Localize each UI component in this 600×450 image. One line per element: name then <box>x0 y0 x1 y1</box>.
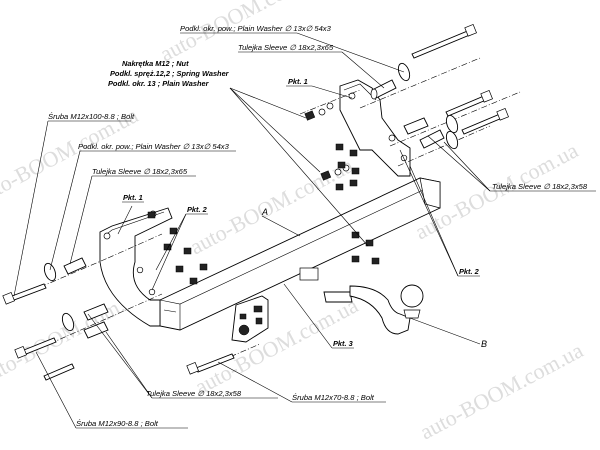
label-pkt1-top: Pkt. 1 <box>288 77 308 86</box>
label-sleeve-left: Tulejka Sleeve ∅ 18x2,3x65 <box>92 167 188 176</box>
tow-ball-b <box>299 267 424 335</box>
bottom-bolt <box>186 353 235 375</box>
watermark-7: auto-BOOM.com.ua <box>416 337 588 444</box>
watermarks: auto-BOOM.com.ua auto-BOOM.com.ua auto-B… <box>0 0 587 444</box>
label-nut-3: Podkl. okr. 13 ; Plain Washer <box>108 79 210 88</box>
label-sleeve-right: Tulejka Sleeve ∅ 18x2,3x58 <box>492 182 588 191</box>
label-nut-2: Podkl. spręż.12,2 ; Spring Washer <box>110 69 230 78</box>
label-nut-1: Nakrętka M12 ; Nut <box>122 59 189 68</box>
label-pkt3: Pkt. 3 <box>333 339 354 348</box>
lower-left-hardware <box>14 303 109 381</box>
label-bolt-left: Śruba M12x100-8.8 ; Bolt <box>48 112 135 121</box>
label-part-b: B <box>481 339 487 349</box>
socket-plate <box>231 295 269 343</box>
labels: Podkl. okr. pow.; Plain Washer ∅ 13x∅ 54… <box>48 24 588 428</box>
label-bolt-bottom-right: Śruba M12x70-8.8 ; Bolt <box>292 393 375 402</box>
nuts-cluster-upper <box>304 102 380 265</box>
left-hardware <box>2 257 87 305</box>
label-sleeve-bottom: Tulejka Sleeve ∅ 18x2,3x58 <box>146 389 242 398</box>
label-sleeve-top: Tulejka Sleeve ∅ 18x2,3x65 <box>238 43 334 52</box>
label-washer-top: Podkl. okr. pow.; Plain Washer ∅ 13x∅ 54… <box>180 24 332 33</box>
top-right-hardware <box>370 23 477 100</box>
label-pkt2-right: Pkt. 2 <box>459 267 480 276</box>
label-part-a: A <box>261 207 268 217</box>
label-washer-left: Podkl. okr. pow.; Plain Washer ∅ 13x∅ 54… <box>78 142 230 151</box>
right-hardware <box>403 89 509 150</box>
label-bolt-bottom-left: Śruba M12x90-8.8 ; Bolt <box>76 419 159 428</box>
leader-lines <box>13 32 596 429</box>
label-pkt1-left: Pkt. 1 <box>123 193 143 202</box>
label-pkt2-left: Pkt. 2 <box>187 205 208 214</box>
left-bracket <box>99 207 173 327</box>
nuts-cluster-left <box>147 211 208 285</box>
